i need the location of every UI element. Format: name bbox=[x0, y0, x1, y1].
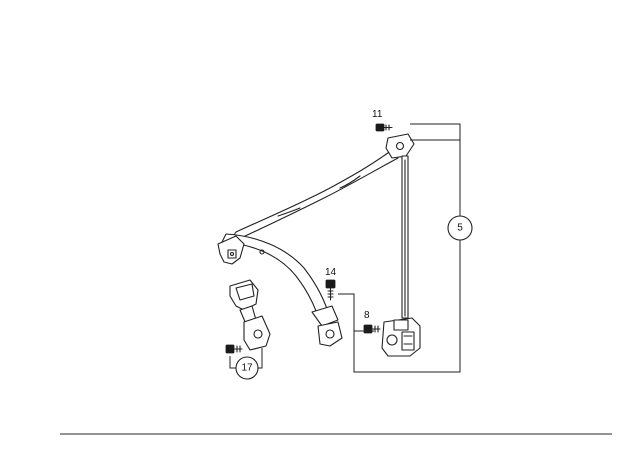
bolt-11 bbox=[375, 123, 393, 132]
callout-circle-17: 17 bbox=[235, 356, 259, 380]
callout-label-14: 14 bbox=[325, 267, 337, 278]
buckle-assembly bbox=[229, 279, 271, 351]
belt-guide-bracket bbox=[217, 235, 245, 265]
belt-retractor bbox=[381, 317, 421, 357]
callout-17-leader bbox=[229, 348, 263, 369]
callout-circle-5: 5 bbox=[447, 215, 473, 241]
callout-label-5: 5 bbox=[457, 223, 463, 234]
lap-anchor-bracket bbox=[311, 305, 343, 347]
bolt-8 bbox=[363, 324, 381, 334]
bolt-14 bbox=[325, 279, 336, 301]
callout-label-11: 11 bbox=[372, 109, 383, 120]
bolt-17 bbox=[225, 344, 243, 354]
callout-label-8: 8 bbox=[364, 310, 370, 321]
callout-label-17: 17 bbox=[241, 363, 253, 374]
callout-5-leader bbox=[338, 123, 461, 373]
vertical-belt-rail bbox=[401, 155, 409, 319]
upper-anchor-d-ring bbox=[385, 133, 415, 159]
shoulder-belt-webbing bbox=[227, 149, 399, 245]
